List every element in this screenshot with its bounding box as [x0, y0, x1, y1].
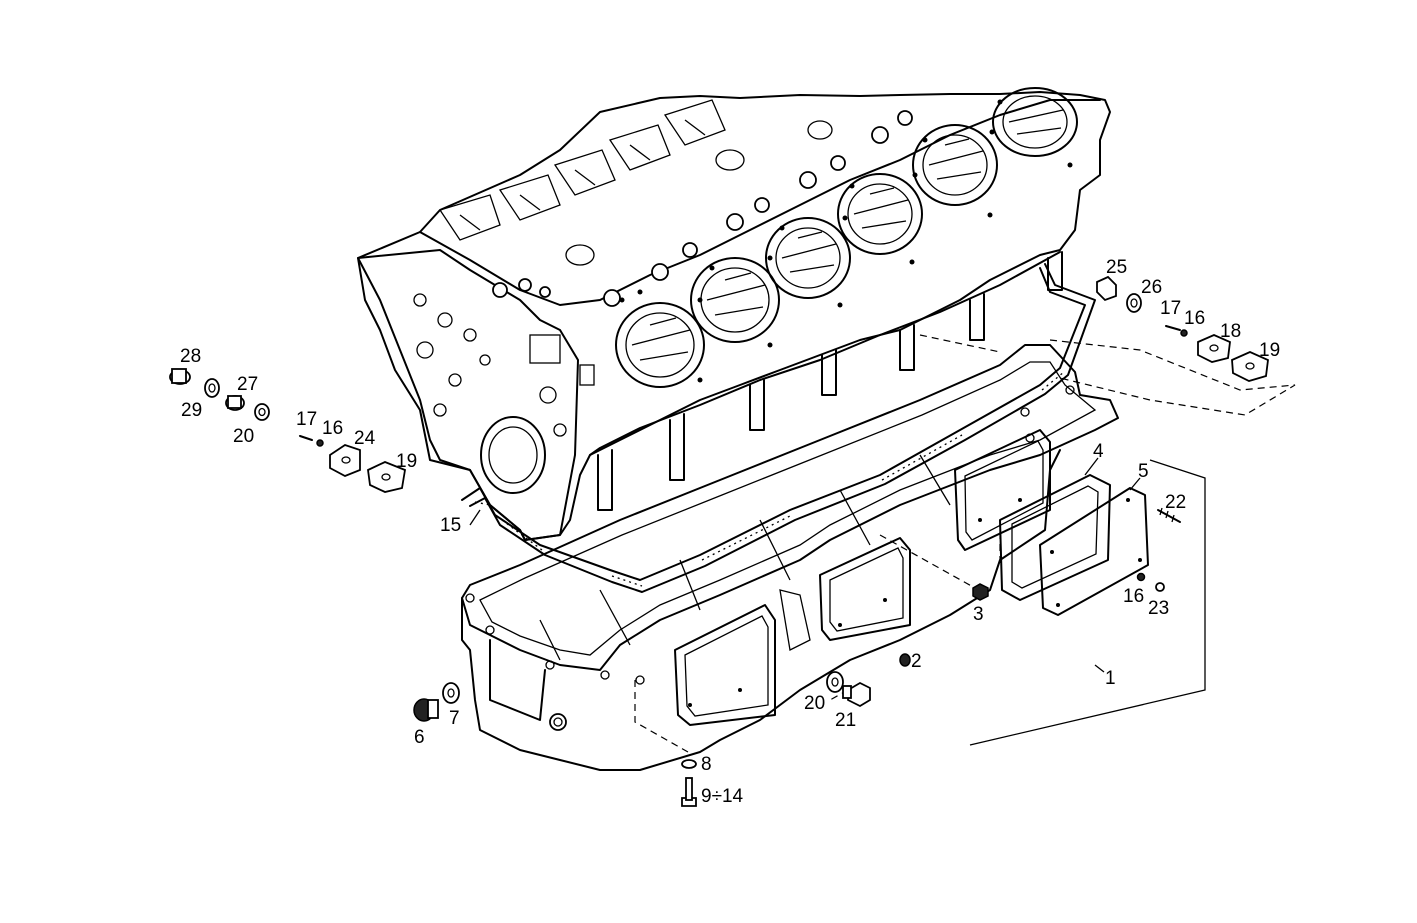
- callout-18: 18: [1220, 321, 1241, 342]
- upper-cylinder-bank: [438, 99, 833, 266]
- plug-25: [1096, 275, 1117, 302]
- cylinder-bores: [615, 87, 1078, 388]
- drain-plug-6: [413, 698, 439, 722]
- callout-19: 19: [1259, 340, 1280, 361]
- washer-16-left: [316, 439, 324, 447]
- callout-20: 20: [233, 426, 254, 447]
- washer-20-lower: [826, 671, 844, 693]
- callout-22: 22: [1165, 492, 1186, 513]
- callout-24: 24: [354, 428, 376, 449]
- flange-18: [1197, 334, 1231, 363]
- stud-22: [1157, 509, 1181, 523]
- callout-29: 29: [181, 400, 202, 421]
- plug-27: [225, 395, 245, 411]
- flange-24: [329, 444, 361, 477]
- nut-23: [1155, 582, 1165, 592]
- washer-16-right: [1180, 329, 1188, 337]
- oil-pan: [461, 344, 1119, 771]
- plug-28: [169, 368, 191, 385]
- washer-8: [681, 759, 697, 769]
- callout-6: 6: [414, 727, 425, 748]
- gasket-19-left: [367, 461, 407, 493]
- washer-7: [442, 682, 460, 704]
- callout-16: 16: [1123, 586, 1144, 607]
- washer-26: [1126, 293, 1142, 313]
- callout-5: 5: [1138, 461, 1149, 482]
- plug-21: [842, 681, 871, 708]
- washer-29: [204, 378, 220, 398]
- callout-9-14: 9÷14: [701, 786, 744, 807]
- oil-pan-gasket: [461, 263, 1096, 593]
- callout-4: 4: [1093, 441, 1104, 462]
- callout-16: 16: [1184, 308, 1205, 329]
- callout-19: 19: [396, 451, 417, 472]
- bolt-9-14: [681, 777, 697, 807]
- engine-block: [357, 87, 1111, 541]
- deck-bolt-holes: [619, 99, 1073, 383]
- washer-16-lower: [1136, 572, 1146, 582]
- callout-21: 21: [835, 710, 856, 731]
- washer-20-left: [254, 403, 270, 421]
- nut-3: [972, 583, 989, 601]
- callout-26: 26: [1141, 277, 1162, 298]
- callout-7: 7: [449, 708, 460, 729]
- callout-16: 16: [322, 418, 343, 439]
- small-parts: [169, 275, 1269, 807]
- callout-8: 8: [701, 754, 712, 775]
- screw-17-right: [1165, 325, 1181, 331]
- callout-3: 3: [973, 604, 984, 625]
- screw-17-left: [299, 435, 313, 441]
- callout-17: 17: [1160, 298, 1181, 319]
- cover-gasket: [999, 474, 1111, 601]
- leader-lines: [469, 457, 1141, 673]
- callout-2: 2: [911, 651, 922, 672]
- head-bolt-bosses: [492, 110, 913, 307]
- callout-17: 17: [296, 409, 317, 430]
- gasket-19-right: [1231, 351, 1269, 382]
- callout-1: 1: [1105, 668, 1116, 689]
- callout-labels: 28 29 27 20 17 16 24 19 15 25 26 17 16 1…: [180, 257, 1280, 807]
- callout-27: 27: [237, 374, 258, 395]
- callout-28: 28: [180, 346, 201, 367]
- callout-15: 15: [440, 515, 461, 536]
- nut-2: [899, 653, 911, 667]
- callout-20: 20: [804, 693, 825, 714]
- cover-plate: [1039, 487, 1149, 616]
- callout-25: 25: [1106, 257, 1127, 278]
- callout-23: 23: [1148, 598, 1169, 619]
